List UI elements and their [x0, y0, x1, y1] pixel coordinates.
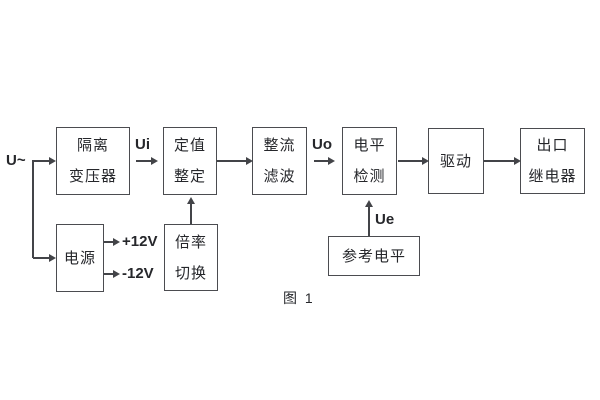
arrowhead-ue-icon: [365, 200, 373, 207]
block-output-relay: 出口 继电器: [520, 128, 585, 194]
block-label: 电平: [353, 137, 386, 154]
connector-input-to-transformer: [33, 160, 49, 162]
figure-caption: 图 1: [283, 290, 315, 306]
block-label: 隔离: [76, 137, 109, 154]
connector-drive-relay: [484, 160, 514, 162]
label-ue: Ue: [375, 211, 395, 228]
block-label: 电源: [63, 249, 96, 267]
block-rectifier-filter: 整流 滤波: [252, 127, 307, 195]
arrowhead-input-power-icon: [49, 254, 56, 262]
block-level-detection: 电平 检测: [342, 127, 397, 195]
block-label: 出口: [536, 137, 569, 154]
block-label: 驱动: [439, 152, 472, 170]
block-label: 切换: [174, 264, 207, 282]
label-plus-12v: +12V: [122, 233, 158, 250]
block-isolation-transformer: 隔离 变压器: [56, 127, 130, 195]
label-ui: Ui: [135, 136, 150, 153]
connector-level-drive: [398, 160, 422, 162]
block-label: 继电器: [528, 168, 577, 185]
block-label: 滤波: [263, 168, 296, 185]
arrowhead-plus12v-icon: [113, 238, 120, 246]
block-label: 变压器: [68, 168, 117, 185]
arrowhead-setting-rectifier-icon: [246, 157, 253, 165]
block-ratio-switch: 倍率 切换: [164, 224, 218, 291]
block-label: 检测: [353, 168, 386, 185]
arrowhead-input-transformer-icon: [49, 157, 56, 165]
connector-uo: [314, 160, 328, 162]
block-drive: 驱动: [428, 128, 484, 194]
arrowhead-level-drive-icon: [422, 157, 429, 165]
connector-input-to-power: [33, 257, 49, 259]
block-label: 倍率: [174, 233, 207, 251]
block-label: 定值: [173, 137, 206, 154]
arrowhead-minus12v-icon: [113, 270, 120, 278]
connector-ue: [368, 207, 370, 236]
block-label: 整定: [173, 168, 206, 185]
arrowhead-ratio-setting-icon: [187, 197, 195, 204]
arrowhead-uo-icon: [328, 157, 335, 165]
connector-setting-rectifier: [217, 160, 246, 162]
arrowhead-drive-relay-icon: [514, 157, 521, 165]
connector-minus12v: [104, 273, 113, 275]
connector-input-branch: [32, 160, 34, 258]
connector-plus12v: [104, 241, 113, 243]
label-uo: Uo: [312, 136, 332, 153]
label-minus-12v: -12V: [122, 265, 154, 282]
block-reference-level: 参考电平: [328, 236, 420, 276]
block-power-supply: 电源: [56, 224, 104, 292]
block-label: 整流: [263, 137, 296, 154]
connector-ratio-setting: [190, 204, 192, 224]
arrowhead-ui-icon: [151, 157, 158, 165]
label-input-voltage: U~: [6, 152, 26, 169]
block-label: 参考电平: [341, 247, 406, 265]
connector-ui: [136, 160, 151, 162]
block-value-setting: 定值 整定: [163, 127, 217, 195]
